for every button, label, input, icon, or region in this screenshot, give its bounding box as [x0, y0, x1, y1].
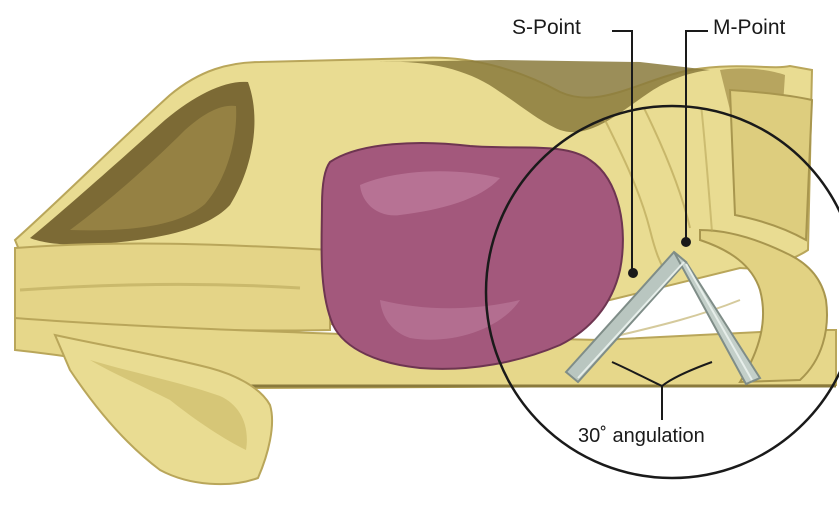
m-point-label: M-Point: [713, 16, 785, 40]
angulation-label: 30˚ angulation: [578, 425, 705, 448]
m-point-marker: [681, 237, 691, 247]
s-point-label: S-Point: [512, 16, 581, 40]
right-column: [730, 90, 812, 240]
s-point-marker: [628, 268, 638, 278]
